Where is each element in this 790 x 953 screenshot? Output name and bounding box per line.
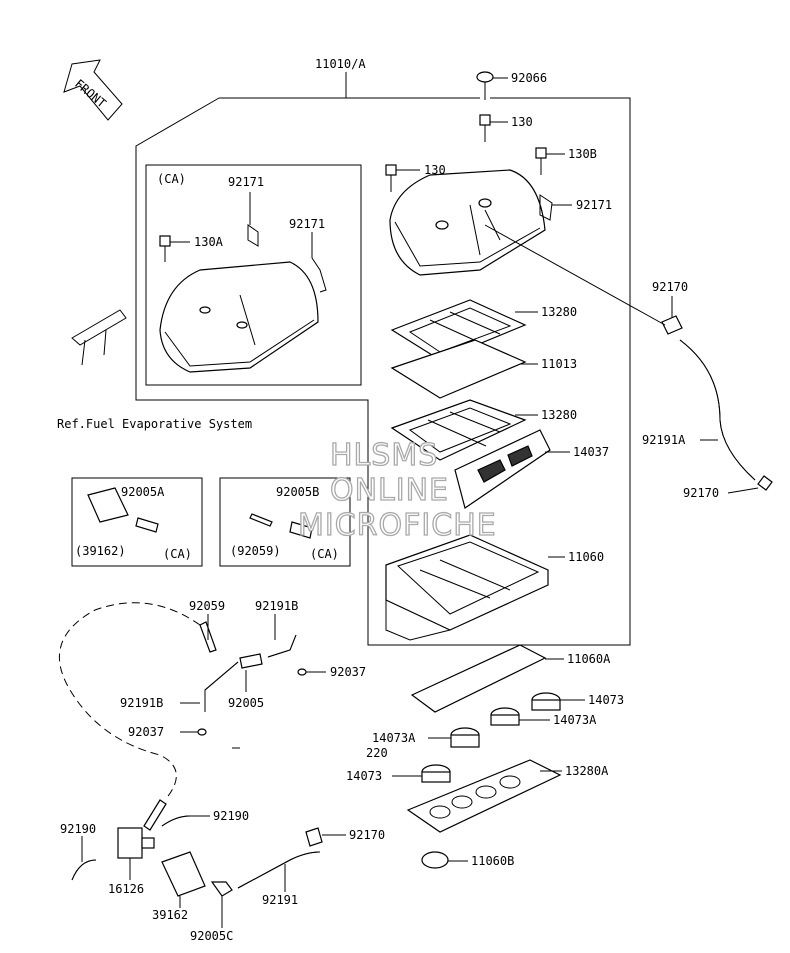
part-label: 39162 <box>152 908 188 922</box>
part-label: 92171 <box>576 198 612 212</box>
bolt-130-top <box>479 114 491 142</box>
bracket-92171-c <box>539 194 553 221</box>
plate-13280a <box>406 759 562 833</box>
leader-lines <box>81 77 759 928</box>
part-label: 92191 <box>262 893 298 907</box>
part-label: 220 <box>366 746 388 760</box>
bolt-130b <box>535 147 547 175</box>
canister-39162-ca <box>87 487 159 533</box>
part-label: 92037 <box>330 665 366 679</box>
part-labels: 92066 130 130 130B 92171 92171 92171 130… <box>60 71 719 943</box>
part-label: 11060B <box>471 854 514 868</box>
part-label: 92171 <box>228 175 264 189</box>
filter-frame-13280-upper <box>390 299 527 361</box>
evap-bracket <box>71 309 127 366</box>
part-label: 92171 <box>289 217 325 231</box>
ref-note: Ref.Fuel Evaporative System <box>57 417 252 431</box>
hose-92191a <box>661 315 773 491</box>
part-label: 13280 <box>541 305 577 319</box>
part-label: 11013 <box>541 357 577 371</box>
part-label: (CA) <box>310 547 339 561</box>
evap-lines <box>58 602 307 831</box>
part-label: (39162) <box>75 544 126 558</box>
bolt-130a <box>159 235 171 262</box>
ca-box-92059 <box>219 477 351 567</box>
holder-14073a-b <box>450 727 480 748</box>
part-label: 92170 <box>652 280 688 294</box>
part-label: 13280A <box>565 764 609 778</box>
assembly-outline <box>135 72 631 646</box>
watermark: HLSMS ONLINE MICROFICHE <box>297 437 497 543</box>
air-cleaner-cover-ca <box>159 261 319 373</box>
part-label: 92005 <box>228 696 264 710</box>
bracket-92171-a <box>247 224 259 247</box>
leader-92170-hose <box>484 224 666 326</box>
elbow-92190-a <box>71 859 97 881</box>
watermark-line-1: HLSMS <box>330 438 438 473</box>
seal-14037 <box>454 429 551 509</box>
part-label: 92005A <box>121 485 165 499</box>
part-label: 14073 <box>588 693 624 707</box>
part-label: 92059 <box>189 599 225 613</box>
part-label: 92005C <box>190 929 233 943</box>
part-label: 11060A <box>567 652 611 666</box>
bracket-92171-b <box>311 257 327 293</box>
part-label: 14037 <box>573 445 609 459</box>
part-label: 92066 <box>511 71 547 85</box>
part-label: 130A <box>194 235 224 249</box>
ca-box <box>145 164 362 386</box>
air-cleaner-cover <box>389 169 546 276</box>
cap-92066 <box>476 71 494 100</box>
watermark-line-2: ONLINE <box>330 473 449 508</box>
holder-14073-a <box>531 692 561 711</box>
valve-16126 <box>117 827 155 859</box>
assembly-label: 11010/A <box>315 57 366 71</box>
part-label: 92005B <box>276 485 319 499</box>
part-label: 92190 <box>213 809 249 823</box>
pipe-92059-ca <box>249 513 313 539</box>
part-label: 14073 <box>346 769 382 783</box>
front-arrow-label: FRONT <box>72 77 109 111</box>
part-label: 92191B <box>120 696 163 710</box>
canister-39162 <box>161 851 206 897</box>
part-label: 92170 <box>683 486 719 500</box>
part-label: 92037 <box>128 725 164 739</box>
watermark-line-3: MICROFICHE <box>298 508 497 543</box>
filter-frame-13280-lower <box>390 399 527 461</box>
part-label: 130B <box>568 147 597 161</box>
part-label: 14073A <box>372 731 416 745</box>
part-label: 16126 <box>108 882 144 896</box>
part-label: 13280 <box>541 408 577 422</box>
part-label: 130 <box>511 115 533 129</box>
hose-92191 <box>237 827 323 889</box>
bolt-130-left <box>385 164 397 192</box>
gasket-11060a <box>410 644 547 713</box>
part-label: 14073A <box>553 713 597 727</box>
part-label: (92059) <box>230 544 281 558</box>
part-label: 92191A <box>642 433 686 447</box>
elbow-92190-b <box>161 815 191 827</box>
holder-14073a-a <box>490 707 520 726</box>
ca-label: (CA) <box>157 172 186 186</box>
part-label: 92190 <box>60 822 96 836</box>
filter-element-11013 <box>390 339 527 399</box>
part-label: 92170 <box>349 828 385 842</box>
oring-11060b <box>421 851 449 869</box>
ca-box-39162 <box>71 477 203 567</box>
part-label: (CA) <box>163 547 192 561</box>
fitting-92005c <box>210 881 233 897</box>
part-label: 92191B <box>255 599 298 613</box>
part-label: 11060 <box>568 550 604 564</box>
holder-14073-b <box>421 764 451 783</box>
air-cleaner-base <box>385 534 549 641</box>
front-arrow: FRONT <box>63 59 123 121</box>
part-label: 130 <box>424 163 446 177</box>
